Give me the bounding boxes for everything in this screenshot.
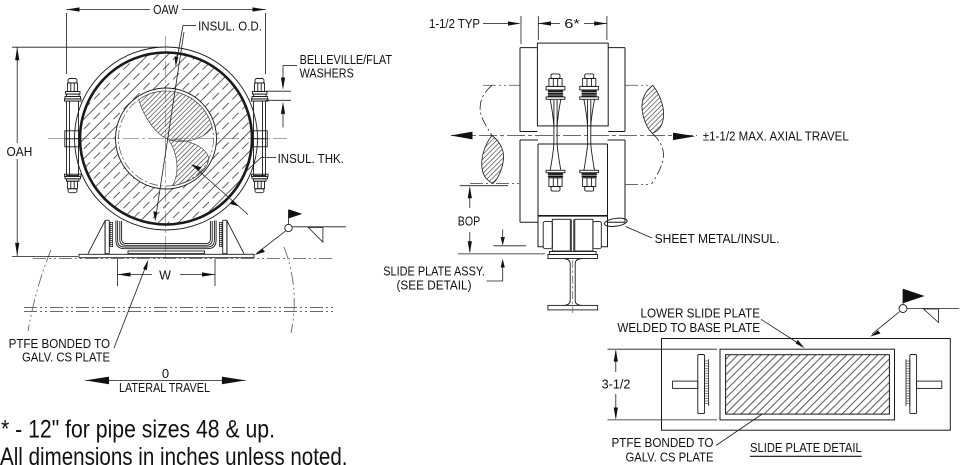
svg-text:INSUL. THK.: INSUL. THK.: [278, 151, 344, 166]
svg-text:GALV. CS PLATE: GALV. CS PLATE: [626, 450, 714, 465]
svg-text:1-1/2 TYP: 1-1/2 TYP: [429, 16, 480, 31]
svg-text:LATERAL TRAVEL: LATERAL TRAVEL: [119, 380, 210, 395]
svg-text:GALV. CS PLATE: GALV. CS PLATE: [22, 350, 110, 365]
svg-text:LOWER SLIDE PLATE: LOWER SLIDE PLATE: [641, 306, 761, 321]
svg-text:(SEE DETAIL): (SEE DETAIL): [397, 278, 472, 293]
svg-text:3-1/2: 3-1/2: [602, 377, 631, 392]
svg-text:WELDED TO BASE PLATE: WELDED TO BASE PLATE: [617, 320, 760, 335]
svg-text:PTFE BONDED TO: PTFE BONDED TO: [612, 435, 714, 450]
svg-text:SHEET METAL/INSUL.: SHEET METAL/INSUL.: [655, 231, 780, 246]
svg-text:PTFE BONDED TO: PTFE BONDED TO: [9, 336, 110, 351]
svg-text:INSUL. O.D.: INSUL. O.D.: [198, 19, 262, 34]
svg-text:W: W: [159, 268, 171, 282]
svg-text:WASHERS: WASHERS: [300, 65, 354, 80]
svg-text:6*: 6*: [564, 16, 580, 31]
svg-text:All dimensions in inches unles: All dimensions in inches unless noted.: [0, 443, 348, 465]
svg-text:SLIDE PLATE DETAIL: SLIDE PLATE DETAIL: [750, 440, 862, 455]
svg-text:BELLEVILLE/FLAT: BELLEVILLE/FLAT: [300, 52, 392, 67]
svg-text:±1-1/2 MAX. AXIAL TRAVEL: ±1-1/2 MAX. AXIAL TRAVEL: [703, 128, 849, 143]
svg-text:0: 0: [162, 366, 169, 381]
svg-text:SLIDE PLATE ASSY.: SLIDE PLATE ASSY.: [383, 264, 485, 279]
svg-text:* - 12" for pipe sizes 48 & up: * - 12" for pipe sizes 48 & up.: [1, 416, 275, 444]
svg-text:OAW: OAW: [153, 3, 178, 17]
svg-text:BOP: BOP: [458, 215, 480, 229]
svg-text:OAH: OAH: [7, 145, 33, 159]
